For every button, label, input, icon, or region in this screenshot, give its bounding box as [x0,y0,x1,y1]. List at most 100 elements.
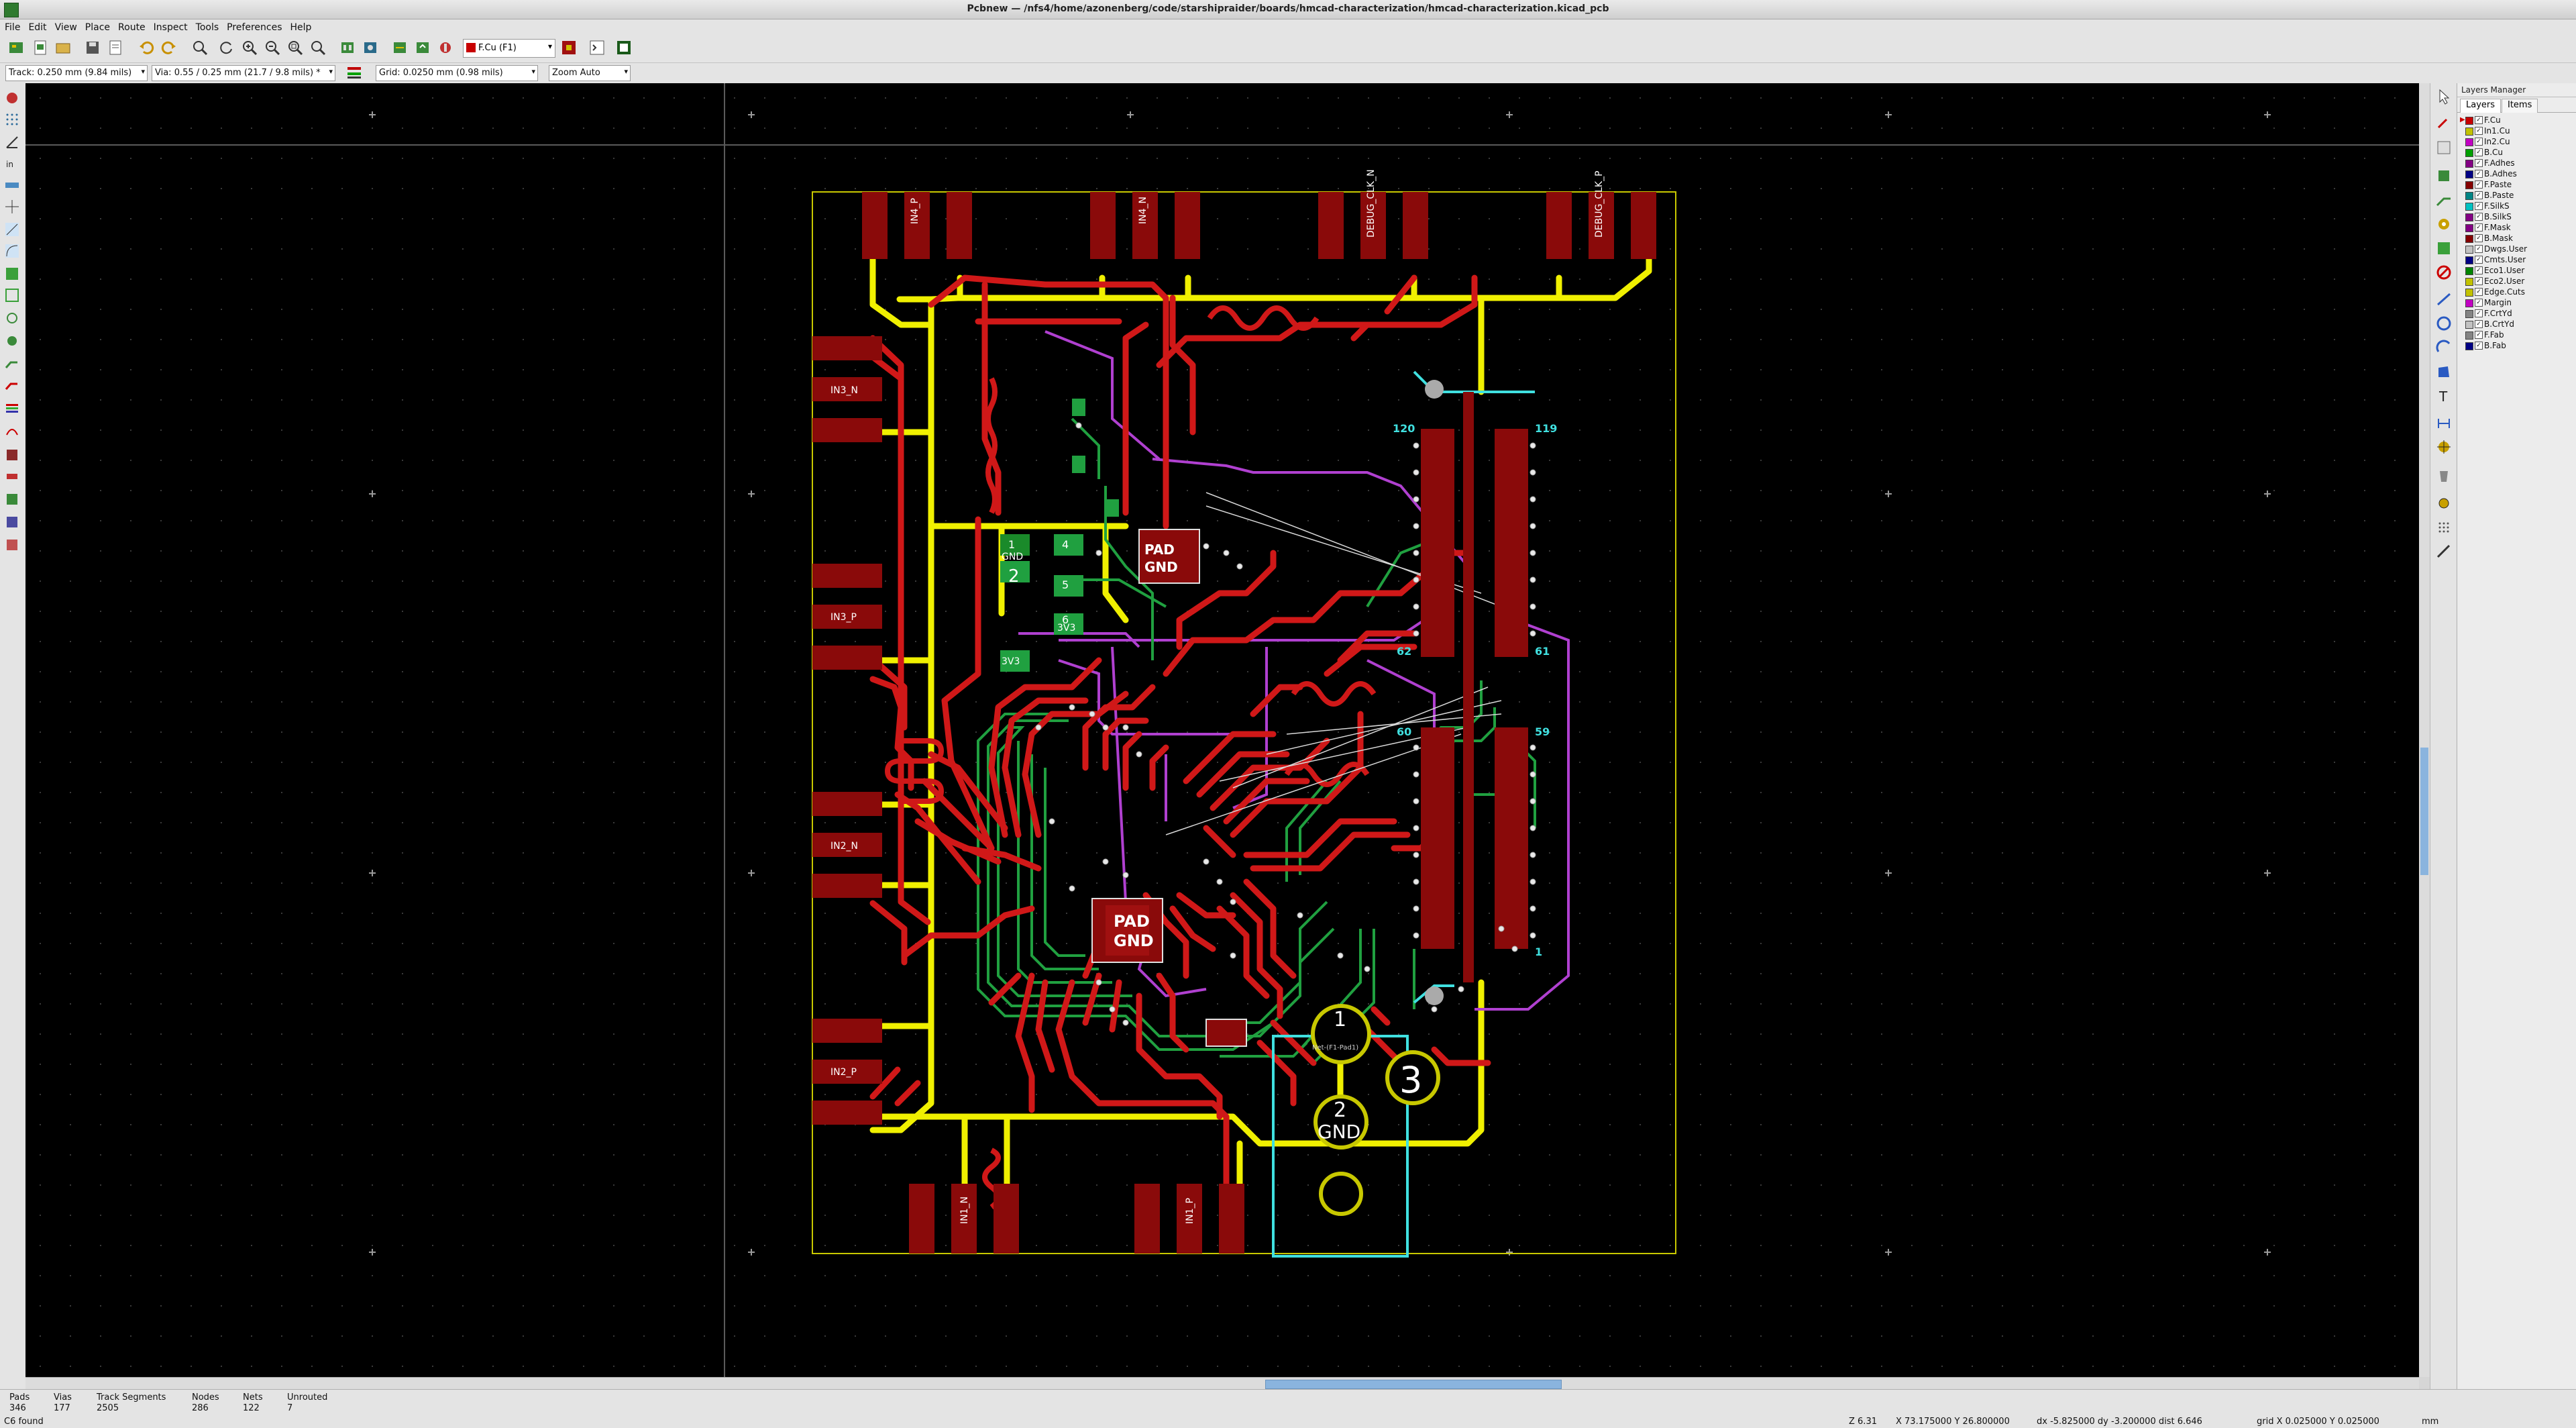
layer-row[interactable]: ✓F.CrtYd [2457,308,2576,319]
layer-visibility-checkbox[interactable]: ✓ [2475,170,2483,178]
undo-icon[interactable] [137,38,156,57]
high-contrast-icon[interactable] [3,376,21,395]
zoom-fit-icon[interactable] [286,38,305,57]
layer-color-swatch[interactable] [2465,128,2473,136]
page-settings-icon[interactable] [106,38,125,57]
keepout-area-icon[interactable] [2434,263,2453,282]
layer-visibility-checkbox[interactable]: ✓ [2475,309,2483,317]
layer-color-swatch[interactable] [2465,235,2473,243]
curved-ratsnest-icon[interactable] [3,242,21,260]
layer-row[interactable]: ✓Eco1.User [2457,265,2576,276]
add-target-icon[interactable] [2434,438,2453,456]
tab-layers[interactable]: Layers [2460,99,2502,113]
layer-color-swatch[interactable] [2465,192,2473,200]
grid-toggle-icon[interactable] [3,110,21,129]
layer-row[interactable]: ✓In1.Cu [2457,125,2576,136]
pcb-canvas[interactable]: IN4_P IN4_N DEBUG_CLK_N DEBUG_CLK_P IN1_… [25,83,2419,1377]
layer-color-swatch[interactable] [2465,267,2473,275]
layer-row[interactable]: ✓B.Fab [2457,340,2576,351]
find-icon[interactable] [191,38,209,57]
update-pcb-icon[interactable] [413,38,432,57]
grid-select[interactable]: Grid: 0.0250 mm (0.98 mils)▾ [376,65,538,81]
layer-row[interactable]: ✓B.Cu [2457,147,2576,158]
layer-visibility-checkbox[interactable]: ✓ [2475,288,2483,296]
add-footprint-icon[interactable] [2434,166,2453,185]
delete-icon[interactable] [2434,466,2453,484]
horizontal-scroll-thumb[interactable] [1265,1380,1562,1389]
add-polygon-icon[interactable] [2434,362,2453,381]
footprint-viewer-icon[interactable] [361,38,380,57]
track-sketch-icon[interactable] [3,354,21,373]
horizontal-scrollbar[interactable] [25,1377,2419,1390]
zone-fill-icon[interactable] [3,264,21,283]
pcb-drawing[interactable]: IN4_P IN4_N DEBUG_CLK_N DEBUG_CLK_P IN1_… [25,83,2419,1377]
add-via-icon[interactable] [2434,215,2453,234]
layer-color-swatch[interactable] [2465,332,2473,340]
layers-manager-toggle-icon[interactable] [3,399,21,417]
layer-color-swatch[interactable] [2465,289,2473,297]
net-inspector-icon[interactable] [3,446,21,464]
layer-row[interactable]: ✓Margin [2457,297,2576,308]
layer-row[interactable]: ✓B.Paste [2457,190,2576,201]
layer-visibility-checkbox[interactable]: ✓ [2475,191,2483,199]
menu-place[interactable]: Place [85,22,111,33]
track-width-select[interactable]: Track: 0.250 mm (9.84 mils)▾ [5,65,148,81]
polar-coords-icon[interactable] [3,133,21,152]
layer-visibility-checkbox[interactable]: ✓ [2475,138,2483,146]
add-circle-icon[interactable] [2434,314,2453,333]
layer-color-swatch[interactable] [2465,342,2473,350]
pad-sketch-icon[interactable] [3,309,21,327]
layer-visibility-checkbox[interactable]: ✓ [2475,331,2483,339]
local-ratsnest-icon[interactable] [2434,138,2453,157]
show-layers-icon[interactable] [3,513,21,531]
menu-view[interactable]: View [54,22,77,33]
save-icon[interactable] [83,38,102,57]
zoom-select[interactable]: Zoom Auto▾ [549,65,631,81]
highlight-net-icon[interactable] [2434,113,2453,132]
open-board-icon[interactable] [54,38,72,57]
add-dimension-icon[interactable] [2434,413,2453,432]
python-console-icon[interactable] [614,38,633,57]
layer-color-swatch[interactable] [2465,246,2473,254]
menu-route[interactable]: Route [118,22,146,33]
layer-color-swatch[interactable] [2465,321,2473,329]
highlight-net-icon[interactable] [3,467,21,486]
cursor-shape-icon[interactable] [3,197,21,216]
layer-color-swatch[interactable] [2465,181,2473,189]
drc-marker-icon[interactable] [3,89,21,107]
layer-visibility-checkbox[interactable]: ✓ [2475,159,2483,167]
zoom-in-icon[interactable] [240,38,259,57]
route-track-icon[interactable] [2434,191,2453,209]
layer-color-swatch[interactable] [2465,138,2473,146]
layer-row[interactable]: ✓In2.Cu [2457,136,2576,147]
layer-row[interactable]: ✓F.Mask [2457,222,2576,233]
via-size-select[interactable]: Via: 0.55 / 0.25 mm (21.7 / 9.8 mils) *▾ [152,65,335,81]
vertical-scrollbar[interactable] [2419,83,2430,1377]
via-sketch-icon[interactable] [3,332,21,350]
ratsnest-icon[interactable] [3,220,21,239]
layer-visibility-checkbox[interactable]: ✓ [2475,181,2483,189]
layer-row[interactable]: ✓F.Fab [2457,329,2576,340]
layer-color-swatch[interactable] [2465,256,2473,264]
layer-color-swatch[interactable] [2465,149,2473,157]
vertical-scroll-thumb[interactable] [2420,748,2428,875]
layer-row[interactable]: ▶✓F.Cu [2457,115,2576,125]
netlist-icon[interactable] [390,38,409,57]
layer-visibility-checkbox[interactable]: ✓ [2475,245,2483,253]
layer-row[interactable]: ✓F.Adhes [2457,158,2576,168]
layer-pair-icon[interactable] [559,38,578,57]
footprint-editor-icon[interactable] [338,38,357,57]
layer-visibility-checkbox[interactable]: ✓ [2475,127,2483,135]
drill-origin-icon[interactable] [2434,494,2453,513]
measure-tool-icon[interactable] [2434,542,2453,561]
layer-color-swatch[interactable] [2465,170,2473,178]
layer-row[interactable]: ✓F.SilkS [2457,201,2576,211]
menu-tools[interactable]: Tools [195,22,219,33]
layer-row[interactable]: ✓Cmts.User [2457,254,2576,265]
units-inch-icon[interactable]: in [3,154,21,173]
grid-origin-icon[interactable] [2434,518,2453,537]
redo-icon[interactable] [160,38,178,57]
zoom-selection-icon[interactable] [309,38,327,57]
drc-icon[interactable] [436,38,455,57]
auto-track-width-icon[interactable] [345,63,364,82]
